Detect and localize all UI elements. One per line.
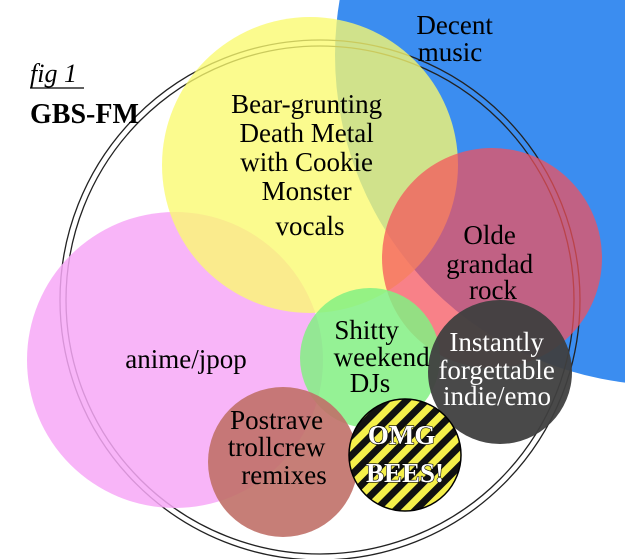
weekend-djs-label-line-3: DJs	[350, 368, 391, 398]
figure-caption: fig 1	[30, 59, 77, 88]
postrave-label: Postrave trollcrew remixes	[228, 405, 332, 490]
death-metal-label-line-1: Bear-grunting	[231, 89, 382, 119]
death-metal-label-line-4: Monster	[262, 176, 352, 206]
postrave-circle	[208, 387, 358, 537]
figure-name: GBS-FM	[30, 99, 139, 130]
indie-emo-label-line-1: Instantly	[449, 327, 544, 357]
decent-music-label-line-1: Decent	[416, 10, 493, 40]
postrave-label-line-1: Postrave	[230, 405, 323, 435]
indie-emo-label-line-3: indie/emo	[443, 381, 551, 411]
bees-circle	[348, 398, 462, 512]
indie-emo-label: Instantly forgettable indie/emo	[438, 327, 561, 411]
death-metal-label-line-3: with Cookie	[240, 147, 373, 177]
death-metal-label-line-2: Death Metal	[240, 118, 374, 148]
weekend-djs-label-line-2: weekend	[334, 342, 430, 372]
decent-music-label: Decent music	[416, 10, 499, 67]
indie-emo-label-line-2: forgettable	[438, 355, 554, 385]
death-metal-label-line-5: vocals	[276, 211, 345, 241]
anime-jpop-label: anime/jpop	[125, 344, 246, 374]
grandad-rock-label-line-1: Olde	[463, 220, 516, 250]
death-metal-label: Bear-grunting Death Metal with Cookie Mo…	[231, 89, 389, 241]
postrave-label-line-2: trollcrew	[228, 432, 326, 462]
weekend-djs-label: Shitty weekend DJs	[334, 315, 437, 398]
bees-label-line-2: BEES!	[366, 458, 444, 488]
postrave-label-line-3: remixes	[241, 460, 326, 490]
bees-label-line-1: OMG	[368, 420, 436, 450]
decent-music-label-line-2: music	[418, 37, 483, 67]
indie-emo-circle	[428, 300, 572, 444]
grandad-rock-circle	[382, 148, 602, 368]
grandad-rock-label-line-2: grandad	[446, 249, 533, 279]
bees-label: OMG BEES!	[366, 420, 444, 488]
weekend-djs-label-line-1: Shitty	[334, 315, 399, 345]
grandad-rock-label: Olde grandad rock	[446, 220, 540, 305]
weekend-djs-circle	[300, 288, 440, 428]
grandad-rock-label-line-3: rock	[469, 275, 517, 305]
